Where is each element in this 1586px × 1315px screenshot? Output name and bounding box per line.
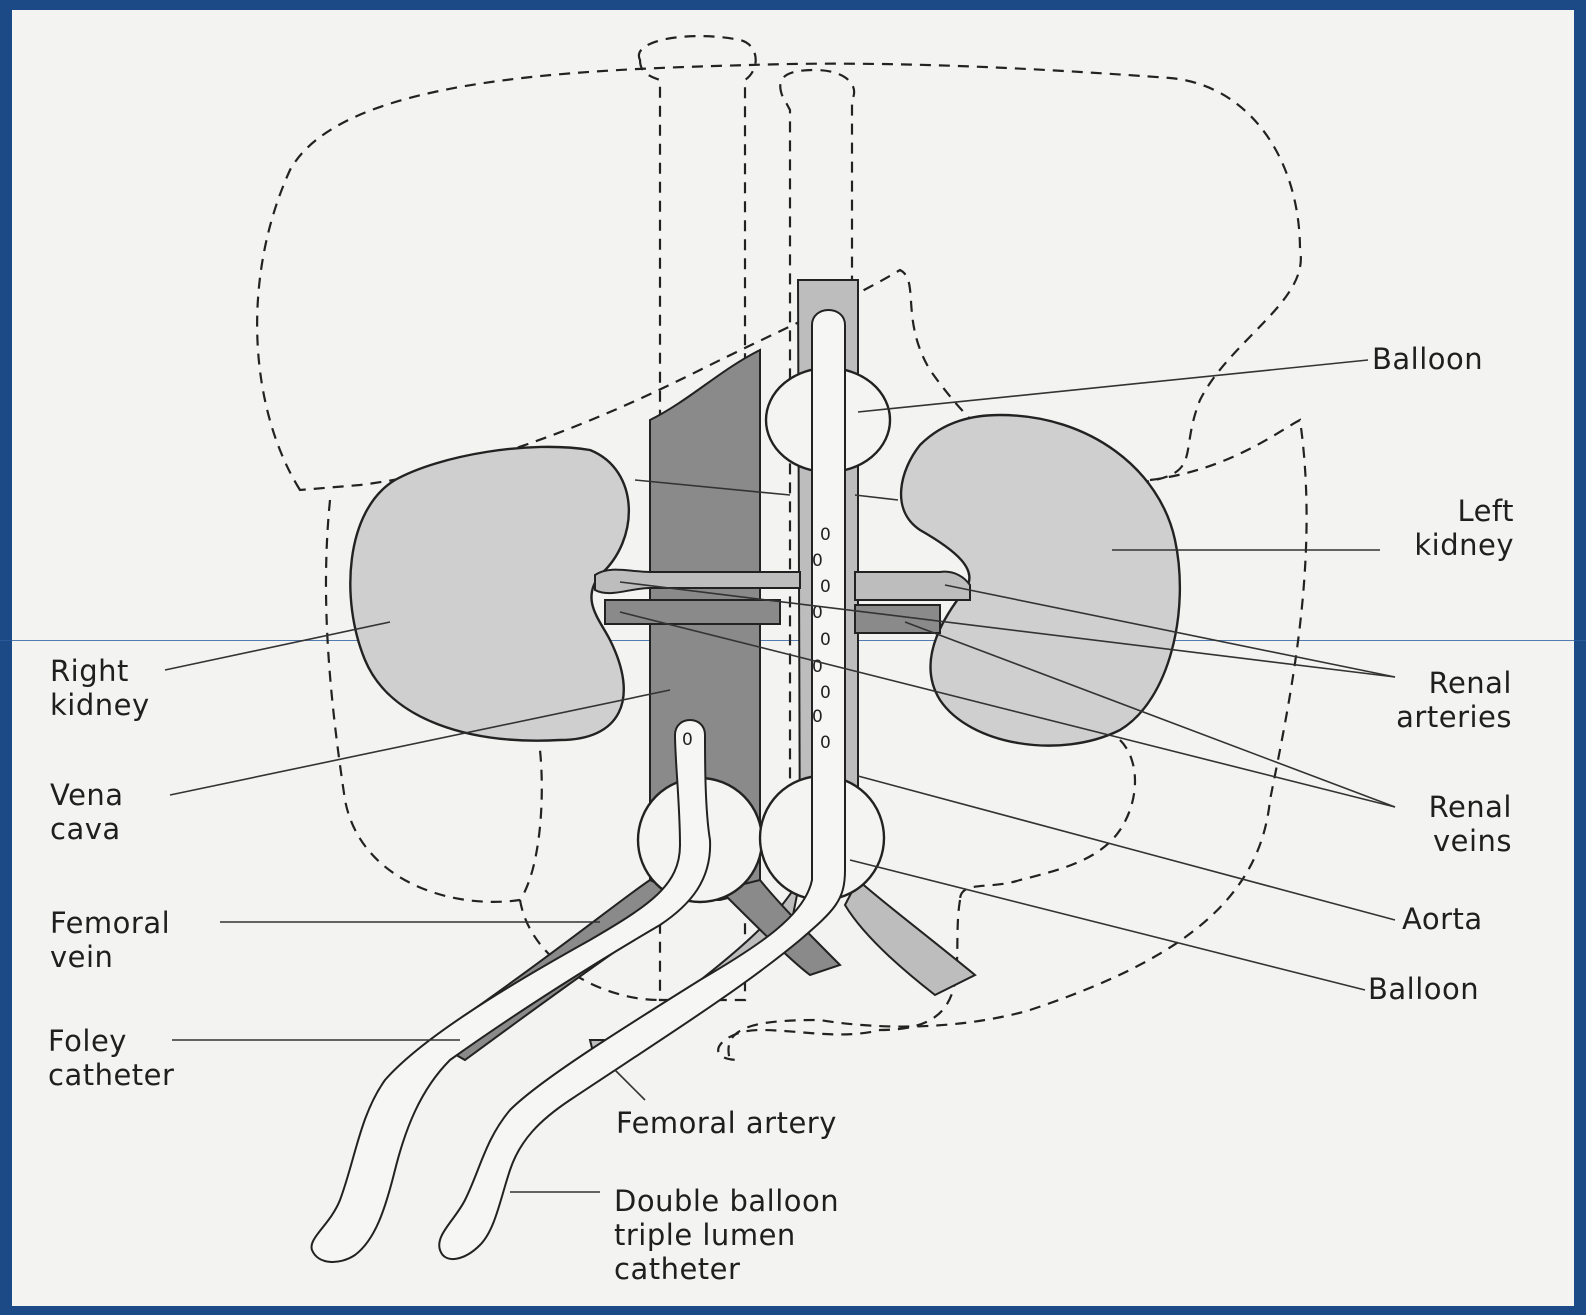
label-left-kidney: Left kidney [1370,494,1514,562]
label-right-kidney: Right kidney [50,654,150,722]
label-balloon-top: Balloon [1372,342,1483,376]
catheter-mark: 0 [820,733,831,753]
label-double-balloon-catheter: Double balloon triple lumen catheter [614,1184,839,1286]
right-kidney-shape [350,447,629,741]
catheter-mark: 0 [812,551,823,571]
catheter-mark: 0 [682,730,693,750]
catheter-mark: 0 [820,630,831,650]
label-balloon-bottom: Balloon [1368,972,1479,1006]
catheter-mark: 0 [820,683,831,703]
catheter-mark: 0 [820,577,831,597]
label-vena-cava: Vena cava [50,778,124,846]
leader-aorta [858,776,1395,920]
right-renal-vein [605,600,780,624]
label-aorta: Aorta [1402,902,1483,936]
label-foley-catheter: Foley catheter [48,1024,174,1092]
label-femoral-artery: Femoral artery [616,1106,837,1140]
left-lower-outline [960,740,1135,900]
label-renal-veins: Renal veins [1370,790,1512,858]
catheter-mark: 0 [820,525,831,545]
label-femoral-vein: Femoral vein [50,906,170,974]
catheter-mark: 0 [812,707,823,727]
left-iliac-artery [845,880,975,995]
leader-balloon-top [858,360,1368,412]
label-renal-arteries: Renal arteries [1360,666,1512,734]
leader-femoral-artery [615,1070,645,1100]
leader-right-kidney [165,622,390,670]
